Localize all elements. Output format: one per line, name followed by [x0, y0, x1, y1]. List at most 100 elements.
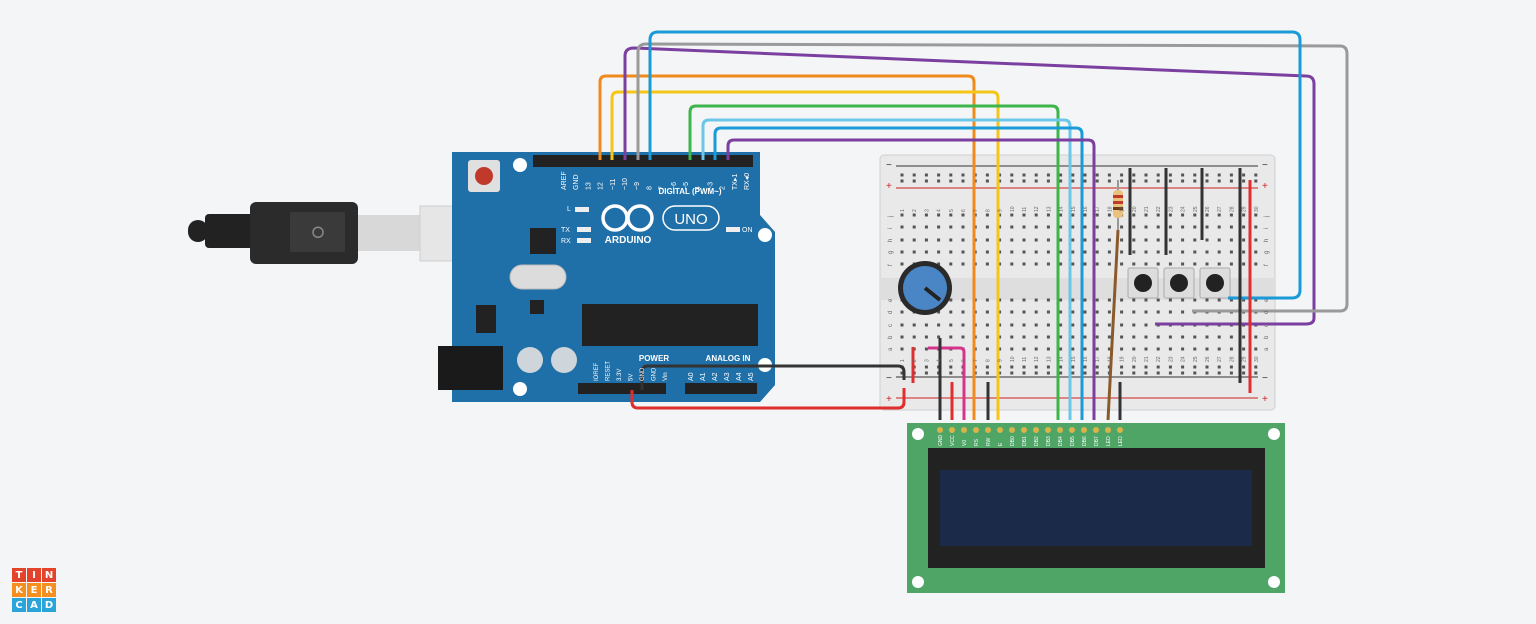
- lcd-pin-label: V0: [962, 440, 968, 446]
- lcd-screen: [940, 470, 1252, 546]
- analog-pin-label: A3: [724, 372, 731, 381]
- push-button-3[interactable]: [1199, 267, 1231, 299]
- column-label: 24: [1181, 206, 1187, 212]
- row-label: j: [1264, 216, 1270, 218]
- digital-pin-label: 7: [659, 186, 666, 190]
- row-label: a: [1264, 347, 1270, 351]
- column-label: 23: [1168, 356, 1174, 362]
- tinkercad-logo[interactable]: T I N K E R C A D: [12, 568, 56, 612]
- arduino-uno-board[interactable]: [438, 152, 775, 402]
- rail-minus-label: −: [1262, 373, 1268, 384]
- wire-lightblue: [701, 118, 1072, 420]
- column-label: 9: [998, 209, 1004, 212]
- lcd-pin-label: DB1: [1022, 436, 1028, 446]
- lcd-pin-label: DB3: [1046, 436, 1052, 446]
- resistor[interactable]: [1113, 180, 1123, 230]
- lcd-pin-label: DB7: [1094, 436, 1100, 446]
- lcd-pin[interactable]: [997, 427, 1003, 433]
- column-label: 18: [1107, 206, 1113, 212]
- rail-minus-label: −: [1262, 160, 1268, 171]
- row-label: i: [888, 228, 894, 229]
- wire-yellow: [610, 90, 1000, 420]
- column-label: 22: [1156, 206, 1162, 212]
- column-label: 13: [1046, 356, 1052, 362]
- column-label: 1: [900, 359, 906, 362]
- rail-minus-label: −: [886, 373, 892, 384]
- lcd-pin-label: DB2: [1034, 436, 1040, 446]
- lcd-pin[interactable]: [1117, 427, 1123, 433]
- column-label: 6: [961, 359, 967, 362]
- digital-pin-label: ~6: [671, 182, 678, 190]
- wire-pink: [928, 346, 966, 420]
- lcd-pin[interactable]: [1081, 427, 1087, 433]
- lcd-pin[interactable]: [1093, 427, 1099, 433]
- column-label: 21: [1144, 356, 1150, 362]
- logo-letter: R: [42, 583, 56, 597]
- logo-letter: I: [27, 568, 41, 582]
- lcd-pin[interactable]: [973, 427, 979, 433]
- wire-blue: [713, 126, 1084, 420]
- column-label: 23: [1168, 206, 1174, 212]
- row-label: a: [888, 347, 894, 351]
- lcd-pin[interactable]: [1069, 427, 1075, 433]
- wire-purple-top: [623, 46, 1316, 326]
- lcd-pin[interactable]: [985, 427, 991, 433]
- column-label: 20: [1132, 206, 1138, 212]
- column-label: 28: [1229, 206, 1235, 212]
- column-label: 30: [1254, 206, 1260, 212]
- lcd-pin[interactable]: [1045, 427, 1051, 433]
- lcd-pin[interactable]: [1057, 427, 1063, 433]
- potentiometer[interactable]: [898, 261, 952, 315]
- push-button-1[interactable]: [1127, 267, 1159, 299]
- lcd-pin[interactable]: [949, 427, 955, 433]
- row-label: j: [888, 216, 894, 218]
- logo-letter: C: [12, 598, 26, 612]
- column-label: 27: [1217, 356, 1223, 362]
- lcd-pin[interactable]: [937, 427, 943, 433]
- reset-button[interactable]: [475, 167, 493, 185]
- lcd-pin-label: DB4: [1058, 436, 1064, 446]
- rail-minus-label: −: [886, 160, 892, 171]
- lcd-16x2[interactable]: [907, 423, 1285, 593]
- lcd-pin[interactable]: [1105, 427, 1111, 433]
- column-label: 25: [1193, 356, 1199, 362]
- digital-pin-label: ~11: [610, 179, 617, 190]
- lcd-pin-label: DB0: [1010, 436, 1016, 446]
- on-label: ON: [742, 227, 753, 234]
- lcd-pin-label: DB6: [1082, 436, 1088, 446]
- column-label: 13: [1046, 206, 1052, 212]
- column-label: 7: [973, 209, 979, 212]
- push-button-2[interactable]: [1163, 267, 1195, 299]
- digital-pin-label: ~9: [634, 182, 641, 190]
- digital-pin-label: ~10: [622, 178, 629, 190]
- lcd-pin[interactable]: [961, 427, 967, 433]
- lcd-pin[interactable]: [1009, 427, 1015, 433]
- column-label: 5: [949, 209, 955, 212]
- logo-letter: D: [42, 598, 56, 612]
- column-label: 16: [1083, 206, 1089, 212]
- column-label: 6: [961, 209, 967, 212]
- row-label: f: [1264, 264, 1270, 266]
- lcd-pin[interactable]: [1021, 427, 1027, 433]
- column-label: 26: [1205, 356, 1211, 362]
- digital-pin-label: RX◂0: [744, 173, 751, 190]
- column-label: 22: [1156, 356, 1162, 362]
- arduino-brand: ARDUINO: [605, 235, 652, 246]
- lcd-pin[interactable]: [1033, 427, 1039, 433]
- column-label: 2: [912, 209, 918, 212]
- row-label: b: [1264, 335, 1270, 339]
- logo-letter: E: [27, 583, 41, 597]
- wire-purple: [726, 138, 1096, 420]
- power-pin-label: RESET: [606, 361, 612, 381]
- digital-pin-label: GND: [573, 174, 580, 190]
- column-label: 4: [937, 209, 943, 212]
- column-label: 17: [1095, 356, 1101, 362]
- analog-pin-label: A4: [736, 372, 743, 381]
- row-label: e: [888, 298, 894, 302]
- wires[interactable]: [598, 30, 1349, 421]
- column-label: 3: [924, 359, 930, 362]
- digital-pin-label: AREF: [561, 171, 568, 190]
- lcd-pin-label: LED: [1118, 436, 1124, 446]
- analog-pin-label: A2: [712, 372, 719, 381]
